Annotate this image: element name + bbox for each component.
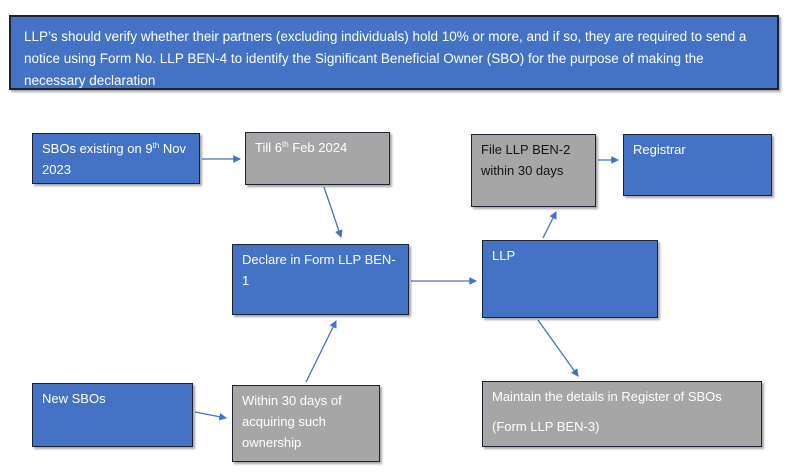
banner-text: LLP’s should verify whether their partne… xyxy=(24,29,747,88)
arrow-llp-to-maintain xyxy=(537,319,579,377)
node-till-feb-2024: Till 6th Feb 2024 xyxy=(245,132,390,185)
node-file-llp-ben2: File LLP BEN-2 within 30 days xyxy=(471,134,596,207)
node-sbos-existing: SBOs existing on 9th Nov 2023 xyxy=(32,133,200,184)
arrow-newsbos-to-within xyxy=(194,411,228,421)
node-maintain-register-sbos: Maintain the details in Register of SBOs… xyxy=(482,381,762,447)
node-llp: LLP xyxy=(482,240,658,318)
node-declare-form-llp-ben1: Declare in Form LLP BEN-1 xyxy=(232,244,409,315)
banner-llp-verification-note: LLP’s should verify whether their partne… xyxy=(9,15,779,90)
arrow-llp-to-fileben2 xyxy=(542,211,557,239)
arrow-till-to-declare xyxy=(323,186,343,238)
node-within-30-days: Within 30 days of acquiring such ownersh… xyxy=(232,385,380,462)
arrow-within-to-declare xyxy=(305,320,337,383)
node-registrar: Registrar xyxy=(623,134,772,196)
node-new-sbos: New SBOs xyxy=(32,383,193,447)
